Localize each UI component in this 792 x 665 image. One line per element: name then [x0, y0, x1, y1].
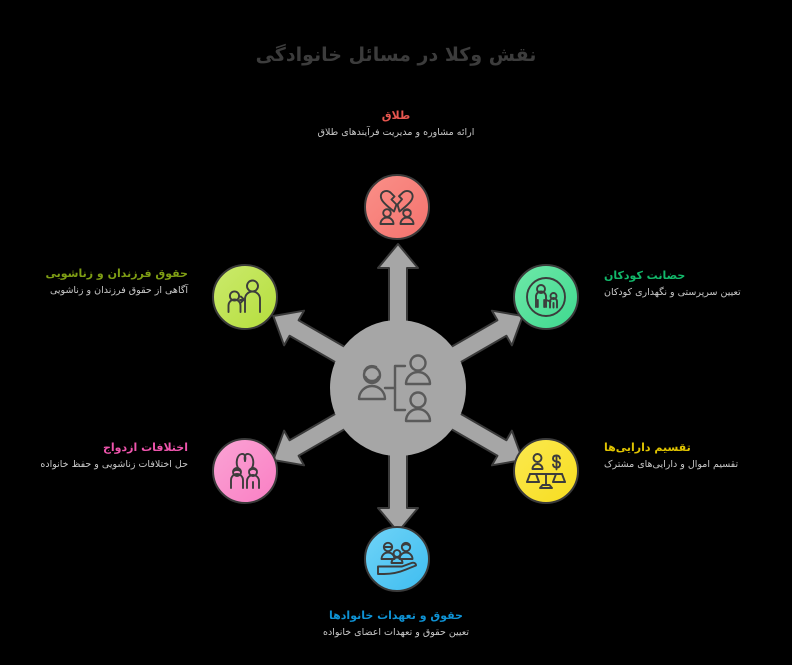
node-marriage-disputes[interactable]	[212, 438, 278, 504]
arrow-down	[377, 445, 419, 533]
scales-money-icon	[526, 453, 566, 489]
label-children-spouse-rights-description: آگاهی از حقوق فرزندان و زناشویی	[49, 284, 188, 296]
arrow-lower-right	[442, 408, 524, 467]
label-children-spouse-rights: حقوق فرزندان و زناشویی آگاهی از حقوق فرز…	[38, 266, 189, 298]
label-asset-division-heading: تقسیم دارایی‌ها	[604, 441, 691, 454]
label-child-custody: حضانت کودکان تعیین سرپرستی و نگهداری کود…	[604, 268, 754, 300]
arrow-lower-left	[272, 408, 354, 467]
label-marriage-disputes: اختلافات ازدواج حل اختلافات زناشویی و حف…	[38, 440, 188, 472]
label-family-rights-heading: حقوق و تعهدات خانوادها	[329, 609, 463, 622]
node-children-spouse-rights[interactable]	[212, 264, 278, 330]
label-divorce-heading: طلاق	[381, 109, 411, 122]
label-marriage-disputes-heading: اختلافات ازدواج	[102, 441, 188, 454]
node-asset-division[interactable]	[513, 438, 579, 504]
page-title: نقش وکلا در مسائل خانوادگی	[255, 44, 537, 66]
parent-child-circle-icon	[526, 277, 566, 317]
adult-child-icon	[227, 279, 261, 313]
label-child-custody-description: تعیین سرپرستی و نگهداری کودکان	[604, 286, 741, 298]
node-divorce[interactable]	[364, 174, 430, 240]
label-family-rights-description: تعیین حقوق و تعهدات اعضای خانواده	[322, 626, 470, 638]
arrow-upper-right	[442, 309, 524, 368]
label-asset-division: تقسیم دارایی‌ها تقسیم اموال و دارایی‌های…	[604, 440, 754, 472]
label-divorce-description: ارائه مشاوره و مدیریت فرآیندهای طلاق	[317, 126, 475, 138]
node-child-custody[interactable]	[513, 264, 579, 330]
label-divorce: طلاق ارائه مشاوره و مدیریت فرآیندهای طلا…	[266, 108, 526, 140]
center-hub	[330, 320, 466, 456]
node-family-rights[interactable]	[364, 526, 430, 592]
hand-family-icon	[377, 541, 417, 575]
label-child-custody-heading: حضانت کودکان	[604, 269, 686, 282]
couple-heart-icon	[230, 452, 260, 489]
label-family-rights: حقوق و تعهدات خانوادها تعیین حقوق و تعهد…	[266, 608, 526, 640]
arrow-up	[377, 243, 419, 331]
label-marriage-disputes-description: حل اختلافات زناشویی و حفظ خانواده	[40, 458, 188, 470]
broken-heart-couple-icon	[379, 189, 415, 225]
label-asset-division-description: تقسیم اموال و دارایی‌های مشترک	[604, 458, 739, 470]
family-tree-icon	[357, 354, 432, 423]
label-children-spouse-rights-heading: حقوق فرزندان و زناشویی	[45, 267, 189, 280]
